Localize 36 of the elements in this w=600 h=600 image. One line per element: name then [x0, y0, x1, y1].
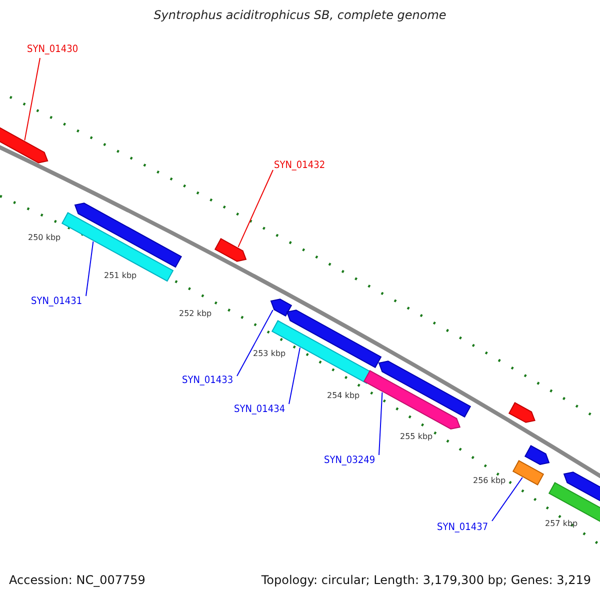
gene-label: SYN_01434 — [234, 404, 286, 415]
leader-line — [24, 58, 40, 141]
scale-label: 252 kbp — [179, 310, 212, 319]
gene-label: SYN_01437 — [437, 522, 488, 533]
map-title: Syntrophus aciditrophicus SB, complete genome — [152, 9, 448, 22]
gene-label: SYN_01431 — [31, 296, 82, 307]
scale-label: 257 kbp — [545, 520, 578, 529]
gene-feature — [74, 202, 182, 268]
gene-label: SYN_03249 — [324, 455, 376, 466]
gene-label: SYN_01433 — [182, 375, 234, 386]
scale-label: 255 kbp — [400, 433, 433, 442]
accession-text: Accession: NC_007759 — [9, 574, 146, 588]
gene-feature — [286, 310, 382, 368]
leader-line — [378, 392, 383, 456]
gene-feature — [363, 370, 461, 430]
gene-feature — [0, 126, 48, 164]
gene-feature — [214, 238, 247, 262]
gene-label: SYN_01432 — [274, 160, 326, 171]
scale-label: 256 kbp — [473, 477, 506, 486]
gene-feature — [524, 445, 550, 466]
leader-line — [288, 347, 300, 404]
gene-feature — [512, 460, 544, 486]
gene-label: SYN_01430 — [27, 44, 78, 55]
gene-feature — [61, 212, 174, 282]
scale-label: 250 kbp — [28, 234, 61, 243]
topology-text: Topology: circular; Length: 3,179,300 bp; Genes: 3,219 — [261, 574, 591, 588]
leader-line — [238, 170, 274, 248]
gene-feature — [378, 360, 472, 418]
gene-feature — [508, 402, 536, 423]
scale-label: 254 kbp — [327, 392, 360, 401]
leader-line — [492, 477, 523, 522]
scale-label: 251 kbp — [104, 272, 137, 281]
leader-line — [236, 310, 274, 376]
scale-label: 253 kbp — [253, 350, 286, 359]
leader-line — [86, 241, 94, 296]
gene-feature — [270, 298, 292, 317]
